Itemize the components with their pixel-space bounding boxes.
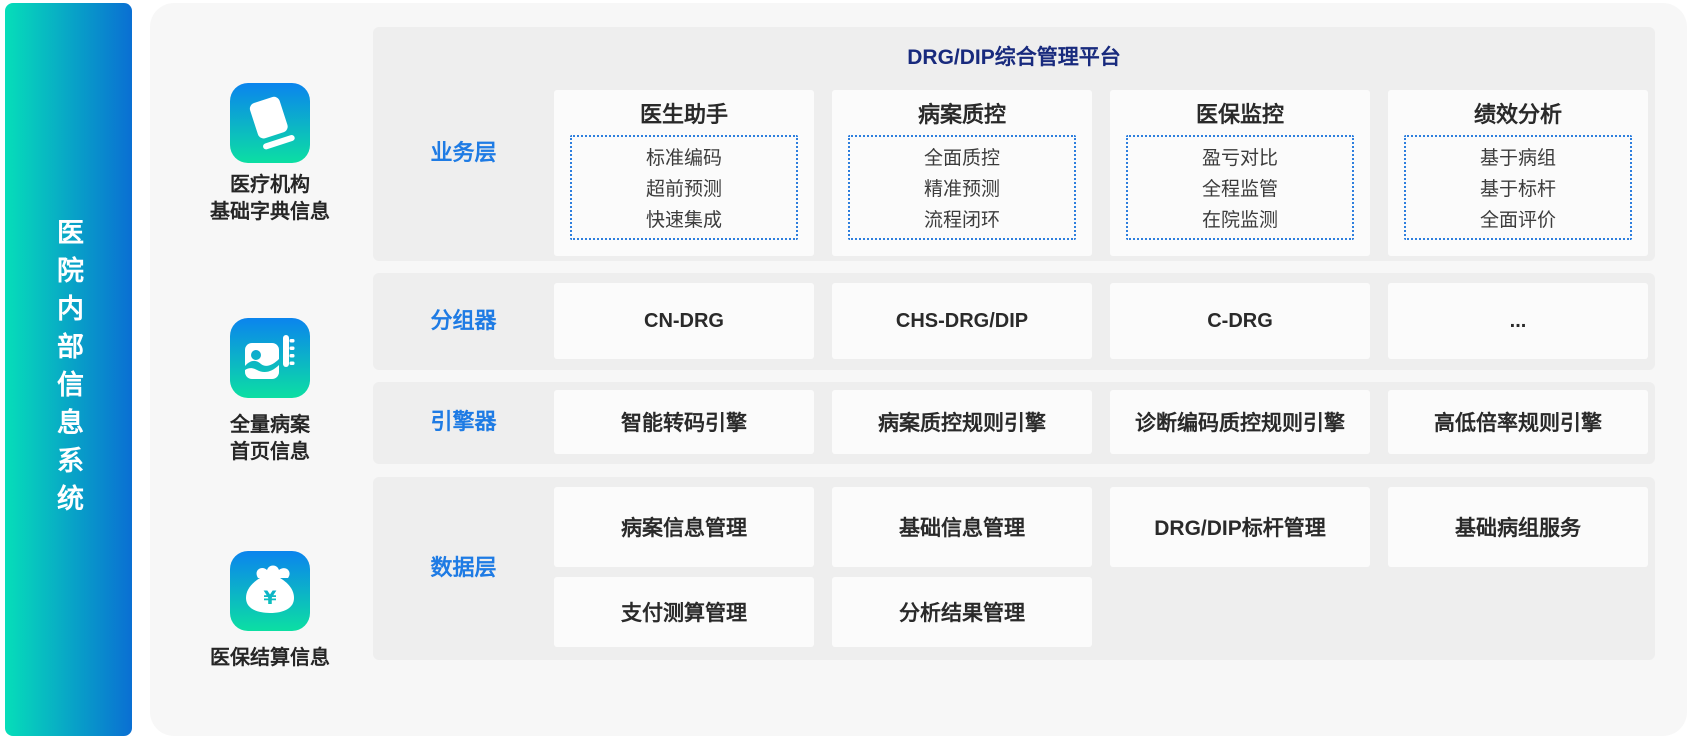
dotted-feature-box: 全面质控 精准预测 流程闭环 xyxy=(848,135,1076,240)
source-label-settlement: 医保结算信息 xyxy=(150,645,390,672)
data-layer-band: 数据层 病案信息管理 基础信息管理 DRG/DIP标杆管理 基础病组服务 支付测… xyxy=(373,477,1655,660)
feature-item: 基于标杆 xyxy=(1479,179,1556,200)
source-label-line: 全量病案 xyxy=(230,414,310,436)
engine-cell: 智能转码引擎 xyxy=(554,390,814,454)
row-label-engine: 引擎器 xyxy=(430,409,497,434)
data-cell: DRG/DIP标杆管理 xyxy=(1110,487,1370,567)
photos-icon xyxy=(230,318,310,398)
grouper-cell: C-DRG xyxy=(1110,283,1370,359)
feature-item: 精准预测 xyxy=(923,179,1000,200)
engine-cell: 病案质控规则引擎 xyxy=(832,390,1092,454)
source-label-line: 基础字典信息 xyxy=(210,201,330,223)
dotted-feature-box: 基于病组 基于标杆 全面评价 xyxy=(1404,135,1632,240)
feature-item: 盈亏对比 xyxy=(1201,148,1278,169)
platform-title: DRG/DIP综合管理平台 xyxy=(907,46,1121,69)
business-card-title: 医生助手 xyxy=(639,102,728,127)
source-label-line: 医疗机构 xyxy=(230,174,310,196)
svg-text:¥: ¥ xyxy=(263,587,276,609)
row-label-business: 业务层 xyxy=(430,140,497,165)
engine-cell: 高低倍率规则引擎 xyxy=(1388,390,1648,454)
business-card-title: 医保监控 xyxy=(1195,102,1284,127)
source-label-line: 首页信息 xyxy=(230,441,310,463)
grouper-cell: CN-DRG xyxy=(554,283,814,359)
grouper-band: 分组器 CN-DRG CHS-DRG/DIP C-DRG ... xyxy=(373,273,1655,370)
business-card-doctor-assistant: 医生助手 标准编码 超前预测 快速集成 xyxy=(554,90,814,256)
business-card-title: 病案质控 xyxy=(917,102,1006,127)
source-label-line: 医保结算信息 xyxy=(210,647,330,669)
feature-item: 超前预测 xyxy=(645,179,722,200)
feature-item: 标准编码 xyxy=(645,148,722,169)
book-icon xyxy=(230,83,310,163)
feature-item: 全面评价 xyxy=(1479,210,1556,231)
grouper-cell: ... xyxy=(1388,283,1648,359)
business-card-record-qc: 病案质控 全面质控 精准预测 流程闭环 xyxy=(832,90,1092,256)
feature-item: 在院监测 xyxy=(1201,210,1278,231)
hospital-system-banner: 医院内部信息系统 xyxy=(5,3,132,736)
feature-item: 快速集成 xyxy=(645,210,722,231)
business-card-insurance-monitor: 医保监控 盈亏对比 全程监管 在院监测 xyxy=(1110,90,1370,256)
data-cell: 分析结果管理 xyxy=(832,577,1092,647)
row-label-grouper: 分组器 xyxy=(430,308,497,333)
dotted-feature-box: 标准编码 超前预测 快速集成 xyxy=(570,135,798,240)
feature-item: 流程闭环 xyxy=(923,210,1000,231)
row-label-data: 数据层 xyxy=(430,555,497,580)
feature-item: 基于病组 xyxy=(1479,148,1556,169)
feature-item: 全面质控 xyxy=(923,148,1000,169)
data-cell: 基础信息管理 xyxy=(832,487,1092,567)
engine-cell: 诊断编码质控规则引擎 xyxy=(1110,390,1370,454)
data-cell: 支付测算管理 xyxy=(554,577,814,647)
feature-item: 全程监管 xyxy=(1201,179,1278,200)
source-label-medical-records: 全量病案 首页信息 xyxy=(150,412,390,466)
business-card-performance: 绩效分析 基于病组 基于标杆 全面评价 xyxy=(1388,90,1648,256)
engine-band: 引擎器 智能转码引擎 病案质控规则引擎 诊断编码质控规则引擎 高低倍率规则引擎 xyxy=(373,382,1655,464)
data-cell: 病案信息管理 xyxy=(554,487,814,567)
money-bag-icon: ¥ xyxy=(230,551,310,631)
source-label-dictionary: 医疗机构 基础字典信息 xyxy=(150,172,390,226)
business-card-title: 绩效分析 xyxy=(1473,102,1562,127)
grouper-cell: CHS-DRG/DIP xyxy=(832,283,1092,359)
business-layer-band: DRG/DIP综合管理平台 业务层 医生助手 标准编码 超前预测 快速集成 病案… xyxy=(373,27,1655,261)
dotted-feature-box: 盈亏对比 全程监管 在院监测 xyxy=(1126,135,1354,240)
data-cell: 基础病组服务 xyxy=(1388,487,1648,567)
banner-title: 医院内部信息系统 xyxy=(53,217,83,522)
